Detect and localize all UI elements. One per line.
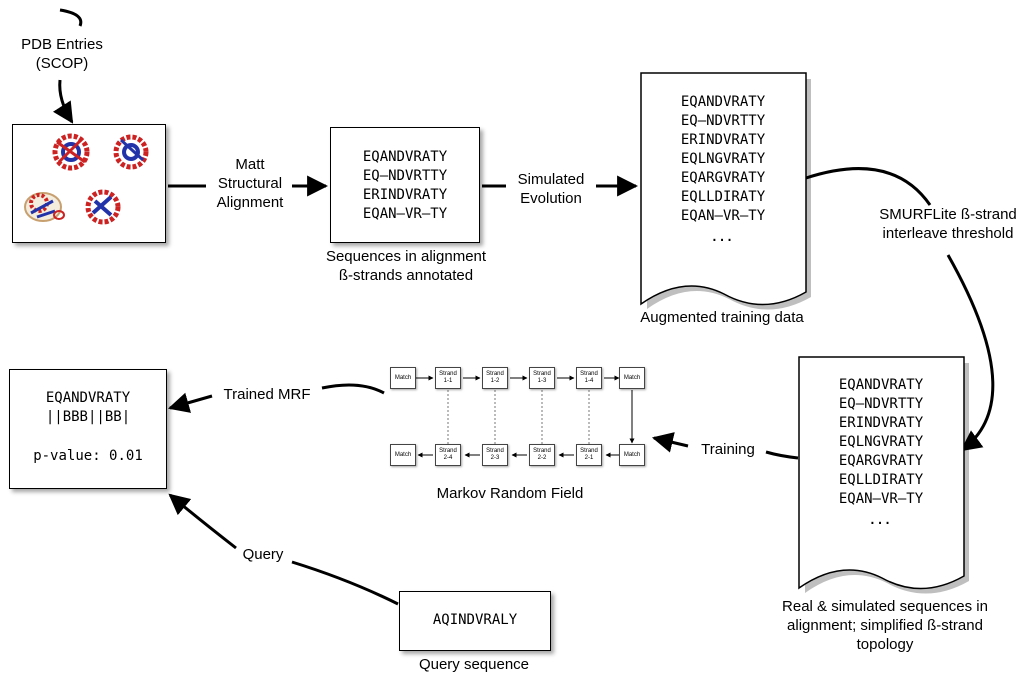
- mrf-top-node-5: Strand 1-4: [576, 367, 602, 389]
- output-strand-annotation: ||BBB||BB|: [45, 409, 131, 425]
- real-sim-caption-line3: topology: [856, 636, 914, 653]
- mrf-top-node-3: Strand 1-2: [482, 367, 508, 389]
- alignment-seq-3: ERINDVRATY: [362, 187, 448, 203]
- mrf-top-node-6: Match: [619, 367, 645, 389]
- top-hook-line: [59, 8, 83, 27]
- smurf-bottom-curve: [946, 254, 995, 452]
- alignment-sequence-list: EQANDVRATY EQ–NDVRTTY ERINDVRATY EQAN–VR…: [331, 148, 479, 224]
- trained-mrf-arrow: [167, 392, 213, 413]
- mrf-bottom-node-3: Strand 2-3: [482, 444, 508, 466]
- matt-alignment-label: Matt Structural Alignment: [208, 155, 292, 212]
- mrf-bottom-node-5: Strand 2-1: [576, 444, 602, 466]
- training-label: Training: [701, 441, 755, 458]
- augmented-seq-3: ERINDVRATY: [680, 132, 766, 148]
- pdb-entries-label: PDB Entries (SCOP): [0, 35, 124, 73]
- smurf-line1: SMURFLite ß-strand: [879, 206, 1017, 223]
- pdb-label-line1: PDB Entries: [21, 36, 103, 53]
- protein-structures-graphic: [24, 133, 149, 225]
- real-sim-seq-2: EQ–NDVRTTY: [838, 396, 924, 412]
- mrf-caption: Markov Random Field: [436, 485, 584, 502]
- output-result-box: EQANDVRATY ||BBB||BB| p-value: 0.01: [9, 369, 167, 489]
- pdb-to-structures-arrow: [52, 79, 74, 124]
- mrf-bottom-node-2: Strand 2-4: [435, 444, 461, 466]
- protein-structure-1: [52, 133, 90, 171]
- augmented-ellipsis: ...: [711, 224, 735, 246]
- augmented-sequence-list: EQANDVRATY EQ–NDVRTTY ERINDVRATY EQLNGVR…: [640, 93, 806, 245]
- alignment-seq-2: EQ–NDVRTTY: [362, 168, 448, 184]
- training-arrow: [651, 432, 689, 453]
- query-sequence: AQINDVRALY: [432, 612, 518, 628]
- real-sim-seq-1: EQANDVRATY: [838, 377, 924, 393]
- augmented-seq-5: EQARGVRATY: [680, 170, 766, 186]
- augmented-caption: Augmented training data: [640, 309, 804, 326]
- real-sim-seq-4: EQLNGVRATY: [838, 434, 924, 450]
- protein-structure-2: [113, 134, 149, 170]
- query-right-line: [291, 560, 399, 606]
- augmented-seq-6: EQLLDIRATY: [680, 189, 766, 205]
- alignment-seq-4: EQAN–VR–TY: [362, 206, 448, 222]
- smurflite-label: SMURFLite ß-strand interleave threshold: [862, 205, 1034, 243]
- real-sim-ellipsis: ...: [869, 507, 893, 529]
- mrf-edges: [416, 375, 635, 458]
- protein-structure-4: [85, 189, 121, 225]
- matt-line3: Alignment: [216, 194, 284, 211]
- augmented-doc-shape: [640, 72, 811, 310]
- protein-structure-3: [24, 192, 65, 222]
- mrf-top-node-1: Match: [390, 367, 416, 389]
- smurf-top-curve: [805, 167, 932, 206]
- real-simulated-document: EQANDVRATY EQ–NDVRTTY ERINDVRATY EQLNGVR…: [798, 356, 969, 594]
- real-sim-sequence-list: EQANDVRATY EQ–NDVRTTY ERINDVRATY EQLNGVR…: [798, 376, 964, 528]
- alignment-caption-line1: Sequences in alignment: [325, 248, 487, 265]
- alignment-caption: Sequences in alignment ß-strands annotat…: [296, 247, 516, 285]
- real-sim-seq-3: ERINDVRATY: [838, 415, 924, 431]
- real-sim-caption-line1: Real & simulated sequences in: [782, 598, 988, 615]
- output-sequence: EQANDVRATY: [45, 390, 131, 406]
- simulated-evolution-label: Simulated Evolution: [504, 170, 598, 208]
- query-sequence-box: AQINDVRALY: [399, 591, 551, 651]
- augmented-seq-7: EQAN–VR–TY: [680, 208, 766, 224]
- matt-line1: Matt: [235, 156, 265, 173]
- mrf-strand-pairings: [447, 390, 590, 444]
- pdb-label-line2: (SCOP): [35, 55, 89, 72]
- smurf-line2: interleave threshold: [882, 225, 1014, 242]
- mrf-bottom-node-6: Match: [619, 444, 645, 466]
- real-sim-seq-7: EQAN–VR–TY: [838, 491, 924, 507]
- output-pvalue: p-value: 0.01: [33, 448, 143, 464]
- training-right-line: [765, 450, 799, 460]
- query-caption: Query sequence: [418, 656, 530, 673]
- mrf-bottom-node-4: Strand 2-2: [529, 444, 555, 466]
- mrf-top-node-4: Strand 1-3: [529, 367, 555, 389]
- real-sim-doc-shape: [798, 356, 969, 594]
- trained-mrf-curve: [321, 383, 385, 395]
- trained-mrf-label: Trained MRF: [223, 386, 311, 403]
- protein-structures-image: [12, 124, 166, 243]
- simulated-line2: Evolution: [520, 190, 582, 207]
- matt-line2: Structural: [217, 175, 283, 192]
- mrf-top-node-2: Strand 1-1: [435, 367, 461, 389]
- mrf-bottom-node-1: Match: [390, 444, 416, 466]
- alignment-seq-1: EQANDVRATY: [362, 149, 448, 165]
- alignment-caption-line2: ß-strands annotated: [338, 267, 474, 284]
- query-left-arrow: [168, 493, 237, 550]
- real-sim-seq-6: EQLLDIRATY: [838, 472, 924, 488]
- real-sim-caption-line2: alignment; simplified ß-strand: [787, 617, 983, 634]
- augmented-seq-1: EQANDVRATY: [680, 94, 766, 110]
- augmented-data-document: EQANDVRATY EQ–NDVRTTY ERINDVRATY EQLNGVR…: [640, 72, 811, 312]
- augmented-seq-2: EQ–NDVRTTY: [680, 113, 766, 129]
- augmented-seq-4: EQLNGVRATY: [680, 151, 766, 167]
- simulated-line1: Simulated: [517, 171, 585, 188]
- real-sim-caption: Real & simulated sequences in alignment;…: [738, 597, 1032, 654]
- real-sim-seq-5: EQARGVRATY: [838, 453, 924, 469]
- alignment-box: EQANDVRATY EQ–NDVRTTY ERINDVRATY EQAN–VR…: [330, 127, 480, 243]
- query-label: Query: [242, 546, 284, 563]
